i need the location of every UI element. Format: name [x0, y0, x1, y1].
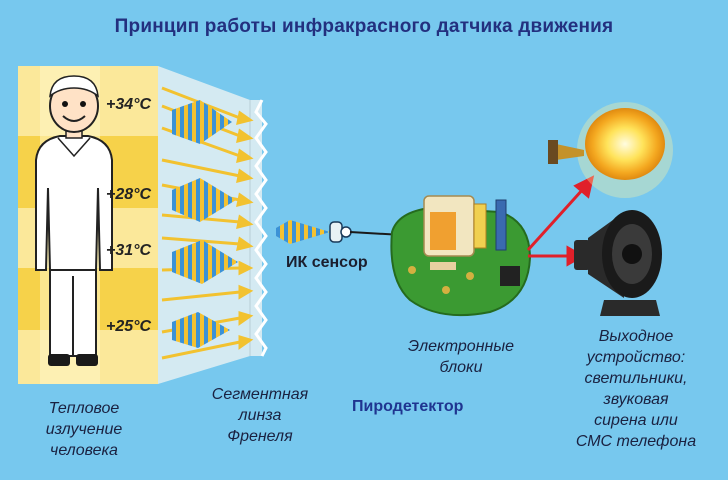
siren-icon: [574, 210, 662, 316]
person-icon: [35, 75, 113, 366]
output-caption: Выходное устройство: светильники, звуков…: [575, 328, 697, 450]
temperature-label: +25°C: [106, 318, 152, 335]
human-caption: Тепловое излучение человека: [45, 400, 123, 459]
ir-sensor-icon: [276, 220, 421, 244]
ir-sensor-label: ИК сенсор: [286, 254, 368, 271]
lens-caption: Сегментная линза Френеля: [211, 386, 309, 445]
circuit-board-icon: [390, 195, 532, 317]
diagram-title: Принцип работы инфракрасного датчика дви…: [114, 16, 614, 37]
light-bulb-icon: [548, 102, 673, 198]
fresnel-lens-icon: [158, 66, 268, 384]
pyrodetector-label: Пиродетектор: [352, 398, 464, 415]
temperature-label: +34°C: [106, 96, 152, 113]
ir-wedges: [172, 100, 238, 348]
electronics-caption: Электронные блоки: [408, 338, 514, 376]
temperature-label: +28°C: [106, 186, 152, 203]
ir-rays: [161, 86, 254, 360]
temperature-label: +31°C: [106, 242, 152, 259]
